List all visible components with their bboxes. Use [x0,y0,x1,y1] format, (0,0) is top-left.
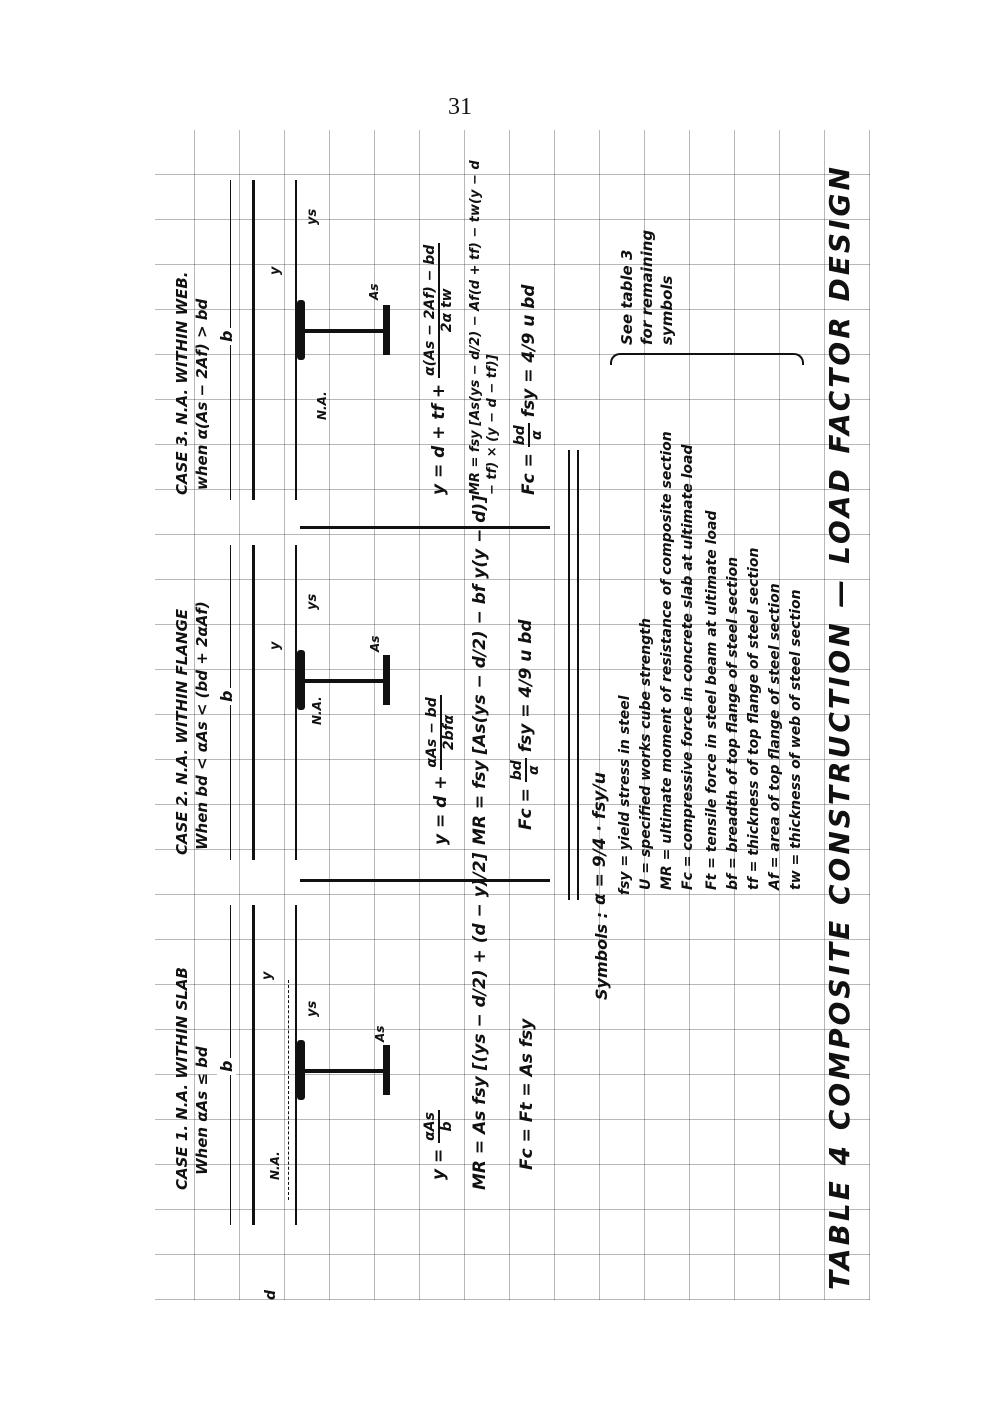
denominator: α [529,430,545,441]
na-label: N.A. [315,391,329,420]
slab-top-line [252,545,255,860]
width-label: b [217,1057,236,1075]
case-3-condition: when α(As − 2Af) > bd [193,298,211,490]
equation-lhs: y = d + [431,775,451,846]
see-table-note: See table 3 for remaining symbols [617,230,677,345]
note-line: See table 3 [618,249,636,345]
right-brace [610,353,804,365]
equation-rhs: fsy = 4/9 u bd [519,284,539,418]
page-number: 31 [448,94,472,120]
i-beam-web [305,329,385,333]
case-3-title: CASE 3. N.A. WITHIN WEB. [173,271,191,496]
na-label: N.A. [268,1151,282,1180]
denominator: α [526,765,542,776]
case-2-equation-mr: MR = fsy [As(ys − d/2) − bf y(y − d)] [470,495,490,845]
note-line: symbols [658,275,676,345]
equation-lhs: Fc = [519,453,539,495]
denominator: 2α tw [439,288,455,333]
numerator: bd [509,758,527,783]
width-label: b [217,327,236,345]
equation-rhs: [As(ys − d/2) − bf y(y − d)] [470,495,490,755]
i-beam-bottom-flange [383,305,390,355]
i-beam-top-flange [297,1040,305,1100]
numerator: αAs [422,1110,440,1143]
i-beam-top-flange [297,300,305,360]
y-label: y [268,641,283,650]
rotated-table-sheet: CASE 1. N.A. WITHIN SLAB When αAs ≤ bd b… [155,130,870,1300]
d-label: d [263,1289,279,1300]
symbol-item: U = specified works cube strength [638,618,654,890]
symbols-separator [568,450,570,900]
as-label: As [368,635,382,652]
note-line: for remaining [638,229,656,345]
alpha-definition: α = 9/4 · fsy/u [590,772,610,905]
ys-label: ys [305,208,320,225]
symbol-item: Fc = compressive force in concrete slab … [680,444,696,890]
na-label: N.A. [310,696,324,725]
symbols-heading: Symbols : [592,911,611,1000]
case-3-equation-mr: MR = fsy [As(ys − d/2) − Af(d + tf) − tw… [467,155,501,495]
width-label: b [217,687,236,705]
case-1-title: CASE 1. N.A. WITHIN SLAB [173,967,191,1190]
symbol-item: Ft = tensile force in steel beam at ulti… [704,510,720,890]
equation-lhs: MR = fsy [470,760,490,845]
i-beam-bottom-flange [383,655,390,705]
i-beam-web [305,1069,385,1073]
symbol-item: fsy = yield stress in steel [617,695,633,895]
as-label: As [367,283,381,300]
denominator: b [439,1121,455,1132]
ys-label: ys [305,1000,320,1017]
slab-top-line [252,180,255,500]
denominator: 2bfα [441,714,457,751]
y-label: y [268,266,283,275]
equation-rhs: fsy = 4/9 u bd [516,619,536,753]
numerator: α(As − 2Af) − bd [422,242,440,378]
table-title: TABLE 4 COMPOSITE CONSTRUCTION — LOAD FA… [823,164,856,1290]
equation-lhs: MR = As fsy [470,1076,490,1190]
neutral-axis-line [288,980,289,1200]
ys-label: ys [305,593,320,610]
case-divider [300,526,550,529]
case-1-condition: When αAs ≤ bd [193,1046,211,1175]
numerator: αAs − bd [424,695,442,770]
symbol-item: bf = breadth of top flange of steel sect… [725,556,741,890]
as-label: As [373,1025,387,1042]
symbol-item: MR = ultimate moment of resistance of co… [659,431,675,890]
i-beam-bottom-flange [383,1045,390,1095]
equation-lhs: Fc = [516,788,536,830]
case-1-equation-mr: MR = As fsy [(ys − d/2) + (d − y)/2] [470,853,490,1190]
case-2-condition: When bd < αAs < (bd + 2αAf) [193,601,211,850]
symbol-item: tf = thickness of top flange of steel se… [746,547,762,890]
symbol-item: tw = thickness of web of steel section [788,589,804,890]
y-label: y [260,971,275,980]
equation-lhs: y = [429,1148,449,1180]
equation-lhs: MR = fsy [468,430,483,495]
equation-rhs: [(ys − d/2) + (d − y)/2] [470,852,490,1071]
i-beam-top-flange [297,650,305,710]
symbol-item: Af = area of top flange of steel section [767,583,783,890]
numerator: bd [512,423,530,448]
i-beam-web [305,679,385,683]
case-2-title: CASE 2. N.A. WITHIN FLANGE [173,608,191,855]
symbols-separator [577,450,579,900]
case-divider [300,879,550,882]
slab-top-line [252,905,255,1225]
equation-lhs: y = d + tf + [429,383,449,495]
case-1-equation-fc: Fc = Ft = As fsy [517,1018,537,1170]
